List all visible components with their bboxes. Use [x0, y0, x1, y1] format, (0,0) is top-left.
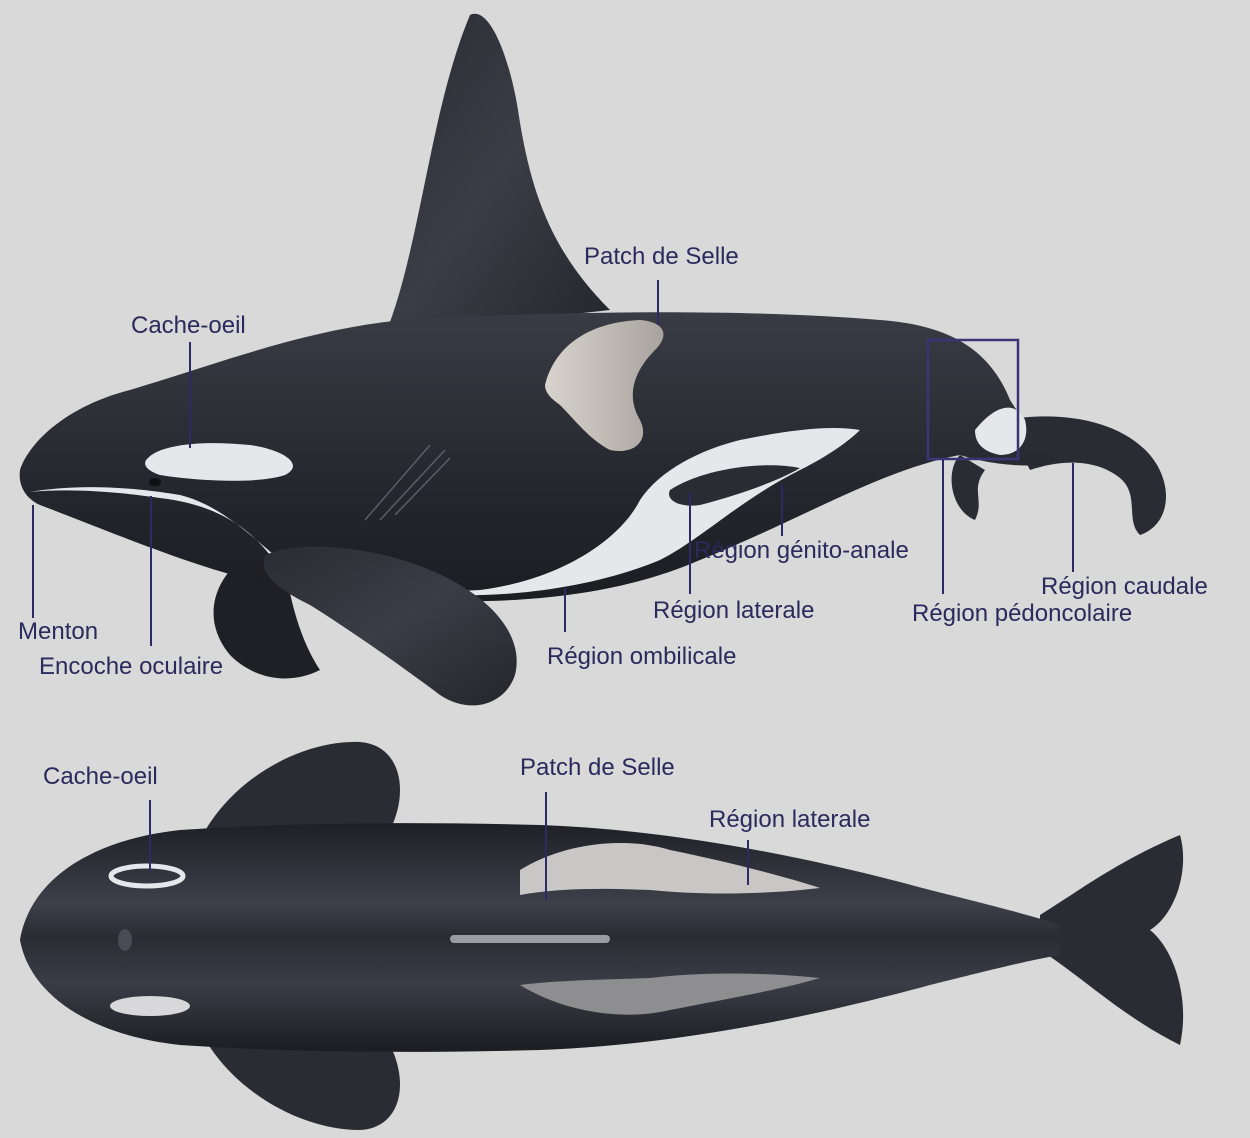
dorsal-eye-patch-lower: [110, 996, 190, 1016]
label-dorsal-region-laterale: Région laterale: [709, 808, 870, 832]
dorsal-midline-highlight: [450, 935, 610, 943]
label-region-ombilicale: Région ombilicale: [547, 645, 736, 669]
tail-fluke-lower: [952, 455, 985, 520]
label-patch-de-selle: Patch de Selle: [584, 245, 739, 269]
blowhole: [118, 929, 132, 951]
label-cache-oeil: Cache-oeil: [131, 314, 246, 338]
dorsal-view-fluke: [1040, 835, 1183, 1045]
dorsal-orca: [20, 742, 1183, 1130]
dorsal-fin: [385, 14, 610, 335]
label-region-caudale: Région caudale: [1041, 575, 1208, 599]
label-region-genito-anale: Région génito-anale: [694, 539, 909, 563]
label-region-laterale: Région laterale: [653, 599, 814, 623]
label-encoche-oculaire: Encoche oculaire: [39, 655, 223, 679]
label-dorsal-patch-de-selle: Patch de Selle: [520, 756, 675, 780]
label-dorsal-cache-oeil: Cache-oeil: [43, 765, 158, 789]
label-menton: Menton: [18, 620, 98, 644]
eye: [149, 478, 161, 486]
label-region-pedoncolaire: Région pédoncolaire: [912, 602, 1132, 626]
